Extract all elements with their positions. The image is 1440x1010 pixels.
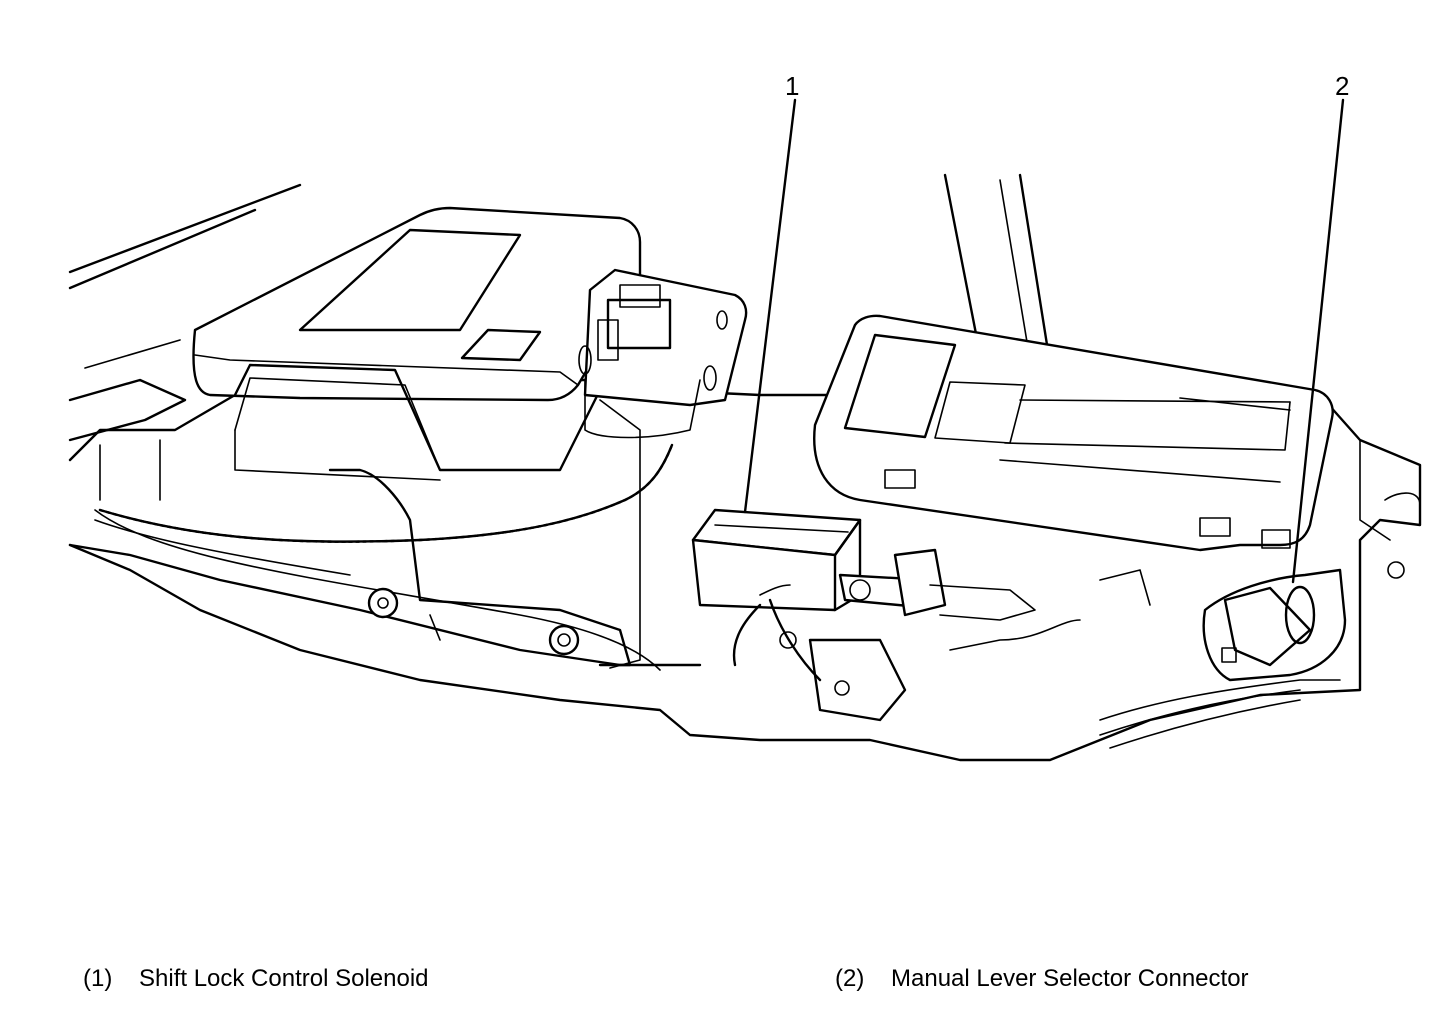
module-bracket: [328, 399, 641, 669]
wiring-harness: [98, 443, 674, 543]
console-edge-lines: [68, 183, 302, 442]
selector-housing: [813, 314, 1334, 552]
legend-number: (2): [835, 965, 865, 992]
callout-leaders: [743, 98, 1345, 584]
selector-connector: [1099, 568, 1347, 749]
solenoid-bracket: [779, 569, 1151, 722]
leader-line-2: [1291, 98, 1345, 584]
legend-label: Manual Lever Selector Connector: [891, 965, 1249, 992]
legend-item-2: (2) Manual Lever Selector Connector: [835, 966, 1249, 992]
shift-lock-solenoid: [691, 508, 1036, 682]
callout-number-2: 2: [1335, 71, 1350, 101]
callout-number-1: 1: [785, 71, 800, 101]
control-module-box: [192, 206, 642, 481]
legend-item-1: (1) Shift Lock Control Solenoid: [83, 966, 429, 992]
leader-line-1: [743, 98, 797, 514]
legend-label: Shift Lock Control Solenoid: [139, 965, 429, 992]
module-connector: [578, 268, 748, 439]
console-right-details: [1384, 492, 1421, 579]
legend-number: (1): [83, 965, 113, 992]
